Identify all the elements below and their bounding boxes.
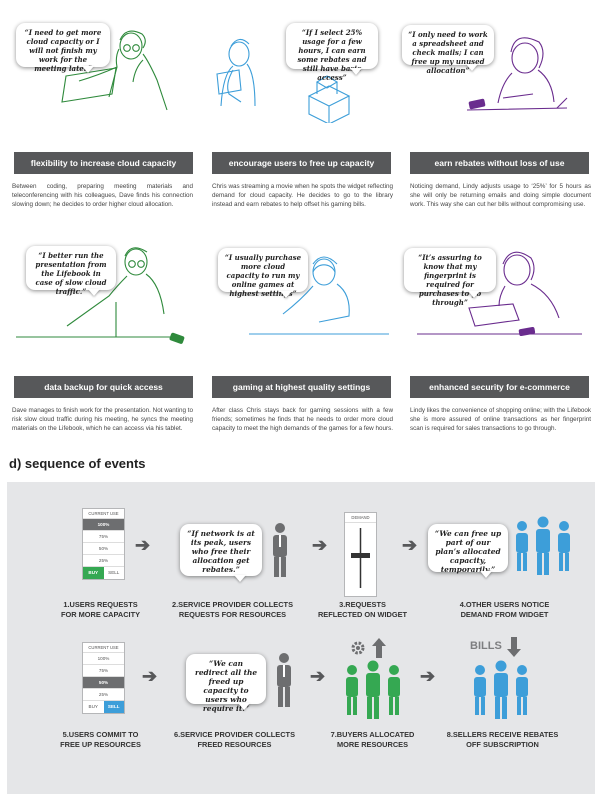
service-provider-icon [277,653,291,707]
quote-bubble-5: “I usually purchase more cloud capacity … [218,248,308,298]
demand-widget: DEMAND [344,512,377,597]
buy-button[interactable]: BUY [88,704,98,709]
sell-button[interactable]: SELL [108,570,120,575]
down-arrow-icon [507,637,521,657]
widget-header: CURRENT USE [83,643,124,652]
gear-icon [351,641,365,655]
up-arrow-icon [372,638,386,658]
arrow-icon: ➔ [402,535,418,555]
usage-widget-buy[interactable]: CURRENT USE 100% 75% 50% 25% BUY SELL [82,508,125,580]
quote-bubble-3: “I only need to work a spreadsheet and c… [402,25,494,75]
arrow-icon: ➔ [135,535,151,555]
quote-bubble-2: “If I select 25% usage for a few hours, … [286,23,378,82]
arrow-icon: ➔ [310,666,326,686]
arrow-icon: ➔ [312,535,328,555]
quote-bubble-4: “I better run the presentation from the … [26,246,116,296]
usage-widget-sell[interactable]: CURRENT USE 100% 75% 50% 25% BUY SELL [82,642,125,714]
sequence-quote-4: “We can free up part of our plan’s alloc… [428,524,508,574]
scenario-desc-1: Between coding, preparing meeting materi… [12,183,193,209]
quote-bubble-6: “It’s assuring to know that my fingerpri… [404,248,496,307]
arrow-icon: ➔ [142,666,158,686]
scenario-title-1: flexibility to increase cloud capacity [14,152,193,174]
widget-level-25[interactable]: 25% [83,554,124,566]
demand-slider[interactable] [345,523,376,593]
lindy-shopping-illustration [417,251,582,337]
scenario-title-4: data backup for quick access [14,376,193,398]
widget-level-75[interactable]: 75% [83,530,124,542]
demand-header: DEMAND [345,513,376,523]
widget-level-75[interactable]: 75% [83,664,124,676]
lindy-spreadsheet-illustration [466,37,568,111]
scenario-desc-4: Dave manages to finish work for the pres… [12,407,193,433]
widget-level-25[interactable]: 25% [83,688,124,700]
sequence-quote-2: “If network is at its peak, users who fr… [180,524,262,576]
dave-coding-illustration [61,30,168,111]
scenario-title-2: encourage users to free up capacity [212,152,391,174]
scenario-desc-2: Chris was streaming a movie when he spot… [212,183,393,209]
widget-level-100[interactable]: 100% [83,652,124,664]
scenario-desc-5: After class Chris stays back for gaming … [212,407,393,433]
service-provider-icon [273,523,287,577]
quote-bubble-1: “I need to get more cloud capacity or I … [16,23,110,73]
dave-presentation-illustration [16,247,185,344]
chris-streaming-illustration [216,38,351,123]
sellers-icon [474,660,528,719]
scenario-desc-3: Noticing demand, Lindy adjusts usage to … [410,183,591,209]
other-users-icon [516,516,570,575]
scenario-title-6: enhanced security for e-commerce [410,376,589,398]
chris-gaming-illustration [249,256,389,335]
scenario-desc-6: Lindy likes the convenience of shopping … [410,407,591,433]
widget-header: CURRENT USE [83,509,124,518]
sell-button[interactable]: SELL [103,701,124,713]
widget-level-100[interactable]: 100% [83,518,124,530]
sequence-quote-6: “We can redirect all the freed up capaci… [186,654,266,713]
widget-level-50[interactable]: 50% [83,542,124,554]
arrow-icon: ➔ [420,666,436,686]
buyers-icon [346,660,400,719]
sequence-title: d) sequence of events [9,456,146,471]
widget-level-50[interactable]: 50% [83,676,124,688]
scenario-title-5: gaming at highest quality settings [212,376,391,398]
scenario-title-3: earn rebates without loss of use [410,152,589,174]
bills-label: BILLS [470,640,502,652]
buy-button[interactable]: BUY [83,567,104,579]
